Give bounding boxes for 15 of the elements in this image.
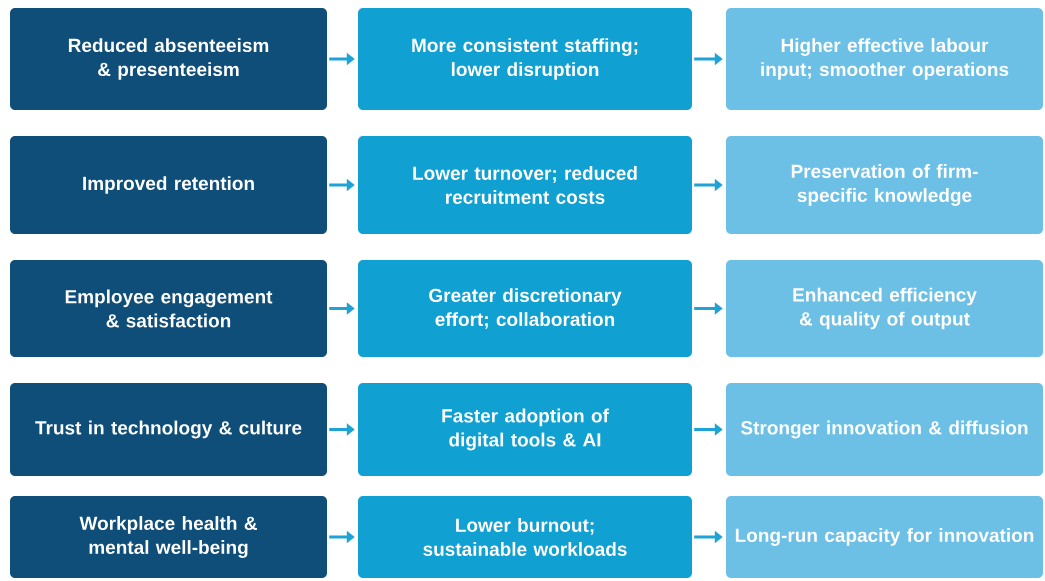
effect-box: Lower turnover; reduced recruitment costs	[358, 136, 692, 234]
cause-box: Workplace health & mental well-being	[10, 496, 327, 578]
outcome-box: Preservation of firm-specific knowledge	[726, 136, 1043, 234]
cause-box: Employee engagement & satisfaction	[10, 260, 327, 357]
outcome-box: Long-run capacity for innovation	[726, 496, 1043, 578]
outcome-box: Stronger innovation & diffusion	[726, 383, 1043, 476]
effect-box: More consistent staffing; lower disruption	[358, 8, 692, 110]
effect-box: Greater discretionary effort; collaboration	[358, 260, 692, 357]
effect-box: Faster adoption of digital tools & AI	[358, 383, 692, 476]
outcome-box: Enhanced efficiency & quality of output	[726, 260, 1043, 357]
outcome-box: Higher effective labour input; smoother operations	[726, 8, 1043, 110]
cause-box: Reduced absenteeism & presenteeism	[10, 8, 327, 110]
cause-box: Trust in technology & culture	[10, 383, 327, 476]
cause-box: Improved retention	[10, 136, 327, 234]
effect-box: Lower burnout; sustainable workloads	[358, 496, 692, 578]
